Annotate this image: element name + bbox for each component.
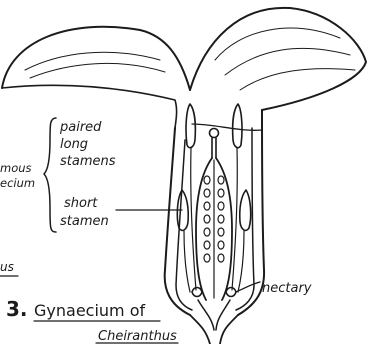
receptacle [190,300,238,344]
label-stamens: stamens [60,154,116,169]
label-long: long [60,137,88,152]
figure-caption-line1: Gynaecium of [34,301,146,320]
label-paired: paired [59,120,102,135]
label-tetradynamous: mous [0,161,32,175]
label-androecium: ecium [0,176,35,190]
figure-number: 3. [6,297,28,321]
gynoecium [196,129,232,301]
label-nectary: nectary [262,281,312,296]
label-stamen: stamen [60,214,109,229]
petal-limbs [2,8,366,128]
figure-caption-line2: Cheiranthus [98,329,177,344]
stamen-bracket [44,118,56,232]
label-left-fragment: us [0,260,14,274]
label-short: short [64,196,98,211]
